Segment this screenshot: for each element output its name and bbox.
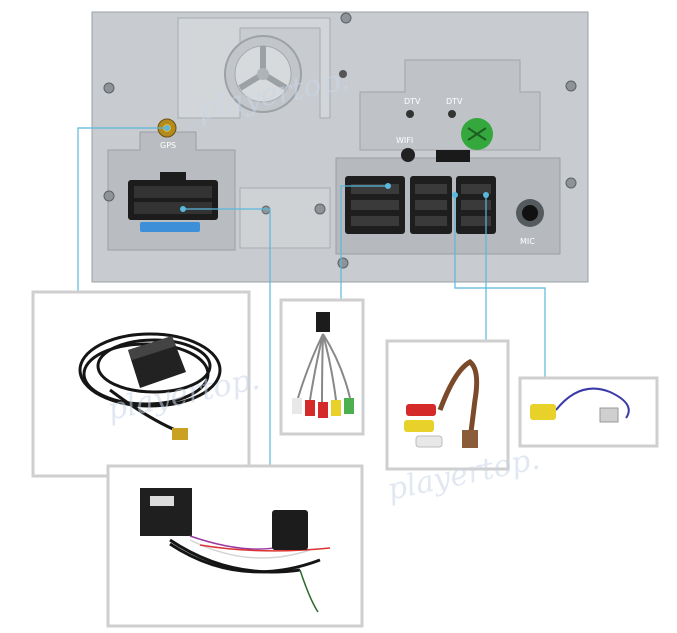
dtv-left-port [406,110,414,118]
av-plug [316,312,330,332]
mic-port [516,199,544,227]
mic-label: MIC [520,237,535,246]
camera-wire [555,387,630,419]
camera-port [456,176,496,234]
harness-plug [272,510,308,550]
screw-hole [339,70,347,78]
camera-plug [599,407,619,423]
rca-plugs [292,398,354,418]
leader-dots [164,125,489,212]
head-unit-back-panel: GPS DTV DTV WIFI [91,11,589,283]
leader-lines [77,127,546,466]
aux-rca-cable-photo [385,339,510,471]
dtv-right-label: DTV [446,97,463,106]
dtv-left-label: DTV [404,97,421,106]
av-rca-port [345,176,405,234]
rca-fan [297,333,351,403]
gps-label: GPS [160,141,176,150]
leader-line-av [340,185,388,302]
fan-vent [224,35,302,113]
gps-antenna-puck [128,336,186,388]
av-rca-cable-photo [279,298,365,436]
aux-port [410,176,452,234]
dtv-right-port [448,110,456,118]
camera-rca-plug [530,404,556,420]
gps-antenna-photo [31,290,251,478]
leader-line-gps [77,127,167,294]
camera-cable-photo [518,376,659,448]
aux-rca-plugs [404,404,443,448]
power-can-harness-photo [106,464,364,628]
wifi-label: WIFI [396,136,413,145]
canbus-box [140,488,192,536]
main-power-port [128,172,218,232]
gps-plug [172,428,188,440]
aux-cable [437,359,480,441]
mounting-screws [103,12,577,269]
wifi-antenna-port [401,148,415,162]
leader-line-aux [454,195,546,380]
leader-line-power [183,208,271,466]
wifi-badge [461,118,493,150]
aux-plug [462,430,478,448]
usb-slot [436,150,470,162]
